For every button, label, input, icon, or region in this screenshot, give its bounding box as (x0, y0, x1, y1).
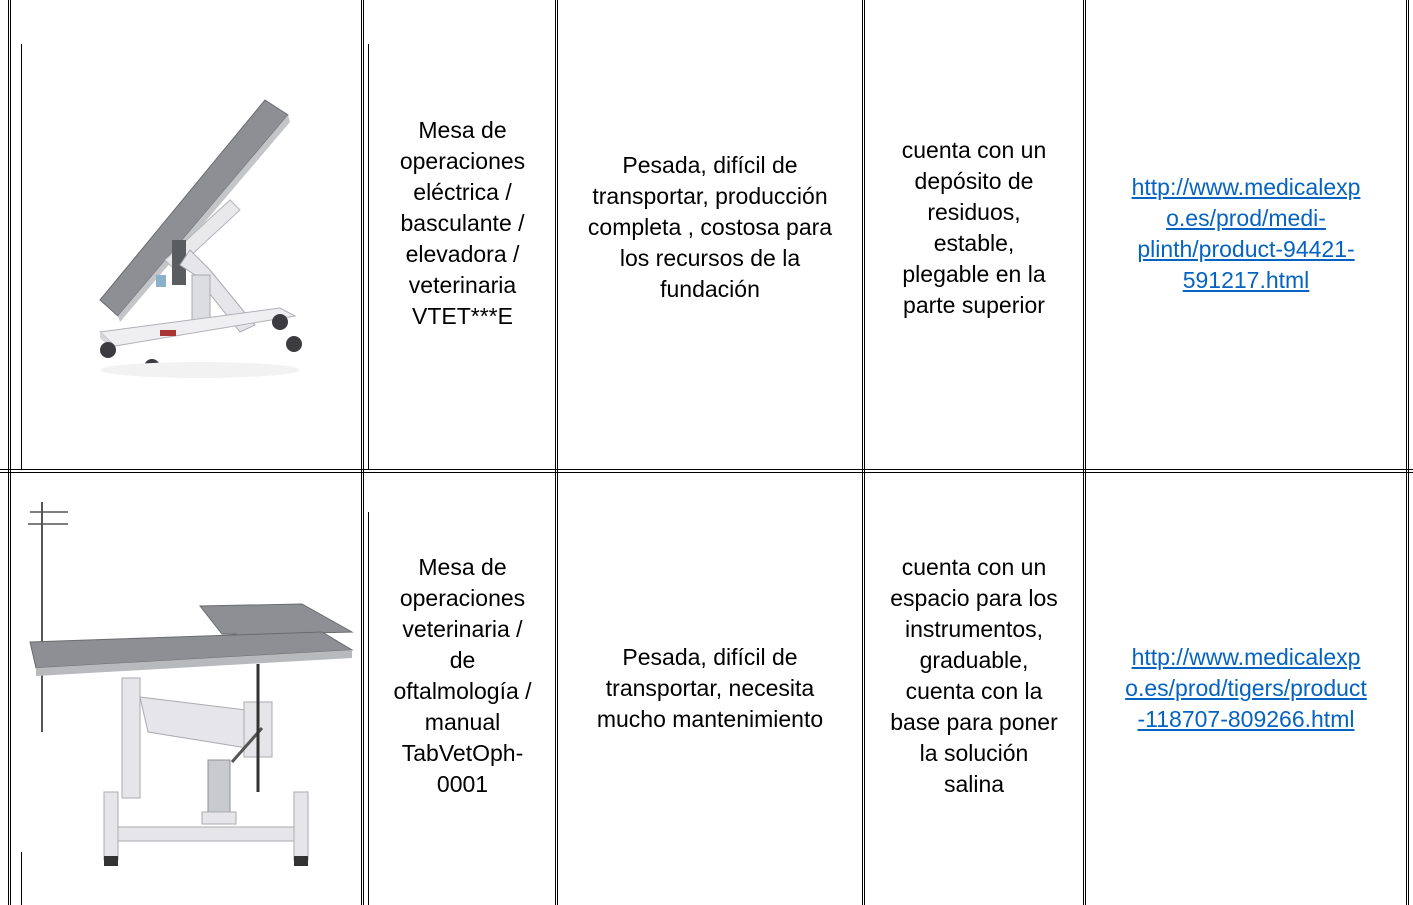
table-border-col3 (862, 0, 865, 905)
name-line: eléctrica / (413, 179, 512, 205)
name-line: TabVetOph- (401, 740, 524, 766)
advantages-line: estable, (933, 230, 1015, 256)
advantages-line: cuenta con un (901, 137, 1047, 163)
advantages-line: cuenta con un (901, 554, 1047, 580)
table-border-left (8, 0, 11, 905)
image-frame-right (368, 44, 369, 469)
name-line: Mesa de (418, 117, 507, 143)
advantages-line: base para poner (890, 709, 1058, 735)
name-line: manual (424, 709, 501, 735)
table-border-col2 (555, 0, 558, 905)
advantages-line: salina (943, 771, 1005, 797)
advantages-line: la solución (919, 740, 1029, 766)
row2-product-name: Mesa de operaciones veterinaria / de oft… (370, 552, 555, 832)
ophthalmology-table-illustration (28, 502, 354, 866)
advantages-line: depósito de (914, 168, 1034, 194)
advantages-line: residuos, (927, 199, 1021, 225)
image-frame-left-2 (21, 852, 22, 905)
name-line: VTET***E (412, 303, 513, 329)
tilting-table-illustration (98, 99, 302, 378)
image-frame-left (21, 44, 22, 469)
name-line: veterinaria / (402, 616, 523, 642)
disadvantages-line: transportar, necesita (605, 675, 815, 701)
row2-link[interactable]: http://www.medicalexp o.es/prod/tigers/p… (1086, 642, 1406, 752)
disadvantages-line: Pesada, difícil de (622, 152, 798, 178)
name-line: basculante / (400, 210, 525, 236)
name-line: Mesa de (418, 554, 507, 580)
disadvantages-line: Pesada, difícil de (622, 644, 798, 670)
name-line: operaciones (399, 148, 526, 174)
name-line: de (449, 647, 476, 673)
name-line: veterinaria (408, 272, 517, 298)
name-line: elevadora / (405, 241, 520, 267)
row1-advantages: cuenta con un depósito de residuos, esta… (865, 135, 1083, 355)
disadvantages-line: fundación (660, 276, 760, 302)
name-line: oftalmología / (393, 678, 532, 704)
advantages-line: parte superior (903, 292, 1045, 318)
disadvantages-line: mucho mantenimiento (596, 706, 824, 732)
table-border-col1 (361, 0, 364, 905)
table-row-separator (0, 469, 1413, 473)
advantages-line: cuenta con la (905, 678, 1043, 704)
disadvantages-line: transportar, producción (592, 183, 828, 209)
row1-product-name: Mesa de operaciones eléctrica / basculan… (370, 115, 555, 435)
advantages-line: espacio para los (890, 585, 1058, 611)
product-link[interactable]: http://www.medicalexp o.es/prod/tigers/p… (1125, 644, 1367, 732)
name-line: operaciones (399, 585, 526, 611)
table-border-col4 (1083, 0, 1086, 905)
advantages-line: graduable, (919, 647, 1029, 673)
row2-disadvantages: Pesada, difícil de transportar, necesita… (558, 642, 862, 752)
row1-link[interactable]: http://www.medicalexp o.es/prod/medi- pl… (1086, 172, 1406, 312)
disadvantages-line: los recursos de la (619, 245, 801, 271)
advantages-line: instrumentos, (904, 616, 1044, 642)
product-image-tilting-table (80, 70, 320, 390)
name-line: 0001 (436, 771, 489, 797)
disadvantages-line: completa , costosa para (587, 214, 833, 240)
product-link[interactable]: http://www.medicalexp o.es/prod/medi- pl… (1131, 174, 1361, 293)
advantages-line: plegable en la (902, 261, 1046, 287)
row1-disadvantages: Pesada, difícil de transportar, producci… (558, 150, 862, 330)
row2-advantages: cuenta con un espacio para los instrumen… (865, 552, 1083, 832)
image-frame-right-2 (368, 512, 369, 905)
product-image-ophthalmology-table (22, 492, 354, 872)
table-border-right (1406, 0, 1409, 905)
